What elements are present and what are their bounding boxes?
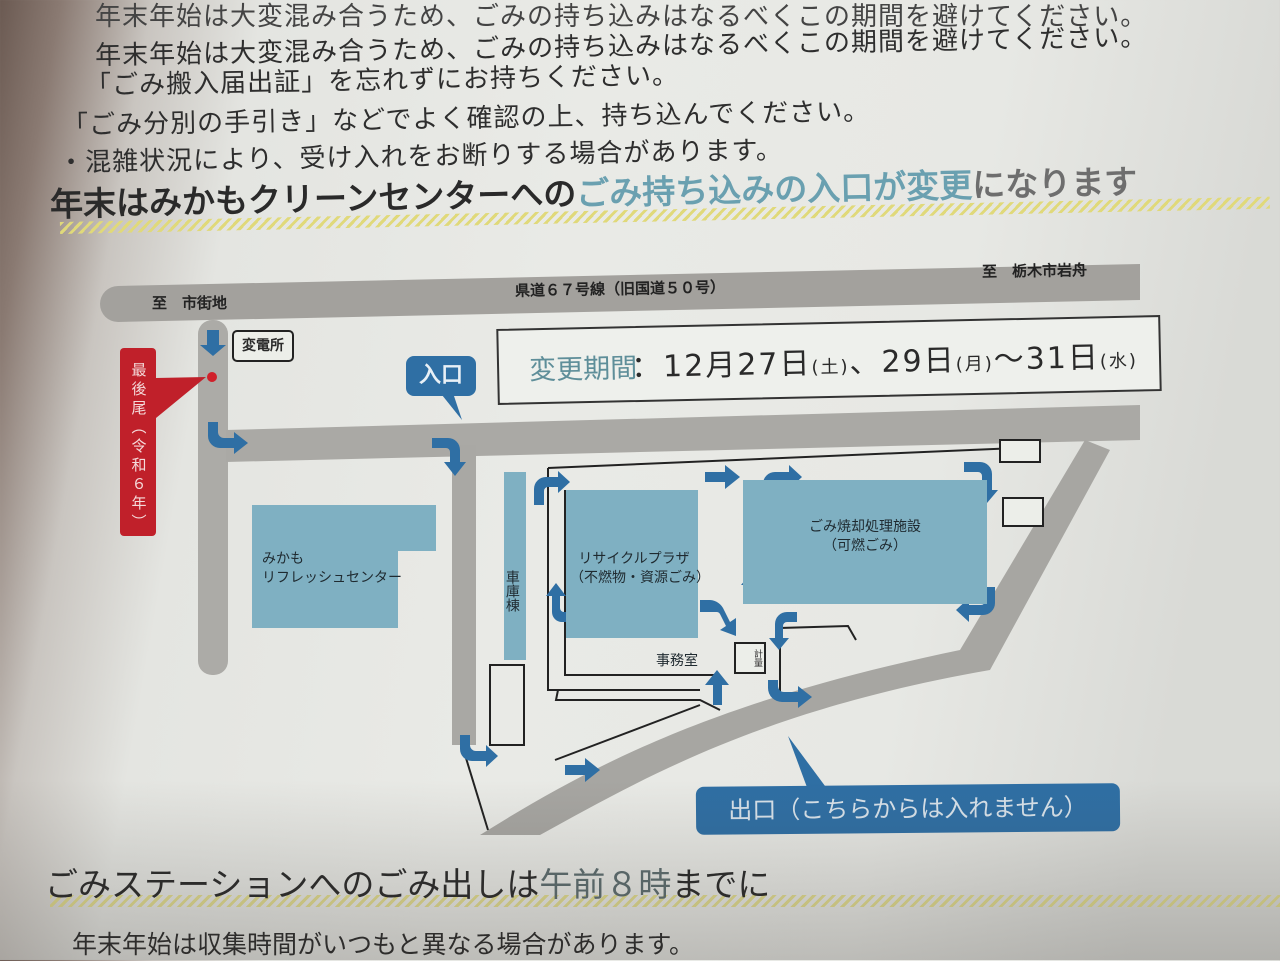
arrow-turn-down-icon (432, 438, 466, 476)
substation-box: 変電所 (232, 330, 294, 362)
arrow-turn-down-icon (769, 612, 797, 650)
exit-road (480, 440, 1110, 835)
arrow-curve-icon (700, 600, 736, 636)
scale-box: 計量 (734, 642, 766, 674)
recycle-plaza-building (566, 490, 698, 638)
entrance-callout: 入口 (406, 356, 476, 396)
garage-label: 車庫棟 (503, 570, 520, 612)
queue-end-tag: 最後尾（令和６年） (120, 348, 156, 536)
section2-heading: ごみステーションへのごみ出しは午前８時までに (45, 865, 771, 904)
section2-highlight: 午前８時 (539, 865, 672, 904)
section2-underline (50, 895, 1280, 907)
notice-line-1: 年末年始は大変混み合うため、ごみの持ち込みはなるべくこの期間を避けてください。 (95, 2, 1148, 32)
arrow-right-icon (565, 758, 600, 782)
main-road-label: 県道６７号線（旧国道５０号） (514, 278, 726, 300)
arrow-turn-right-icon (534, 471, 570, 505)
change-period-box: 変更期間 ：12月27日(土)、29日(月)～31日(水) (496, 315, 1162, 405)
to-city-label: 至 市街地 (152, 294, 228, 312)
arrow-turn-down-icon (964, 462, 998, 503)
arrow-up-icon (705, 670, 729, 705)
inner-vertical-road (452, 445, 476, 745)
refresh-center-building-lower (252, 550, 398, 628)
arrow-turn-right-icon (768, 680, 812, 708)
left-road (198, 320, 228, 675)
arrow-down-icon (200, 330, 226, 356)
arrow-right-icon (705, 465, 740, 489)
garage-building (504, 472, 526, 660)
exit-callout: 出口（こちらからは入れません） (695, 783, 1121, 835)
recycle-plaza-label: リサイクルプラザ（不燃物・資源ごみ） (570, 551, 710, 586)
arrow-turn-right-icon (208, 422, 248, 454)
period-value: ：12月27日(土)、29日(月)～31日(水) (630, 340, 1139, 386)
refresh-center-building (252, 505, 436, 551)
arrow-turn-right-icon (460, 735, 498, 767)
main-road (118, 264, 1140, 322)
queue-end-marker (207, 372, 217, 382)
refresh-center-label: みかもリフレッシュセンター (262, 551, 402, 586)
period-label: 変更期間 (528, 353, 638, 387)
office-label: 事務室 (656, 653, 698, 669)
incinerator-building (743, 480, 987, 604)
incinerator-label: ごみ焼却処理施設（可燃ごみ） (809, 519, 921, 554)
to-iwafune-label: 至 栃木市岩舟 (981, 261, 1088, 281)
section2-subtext: 年末年始は収集時間がいつもと異なる場合があります。 (72, 930, 695, 959)
